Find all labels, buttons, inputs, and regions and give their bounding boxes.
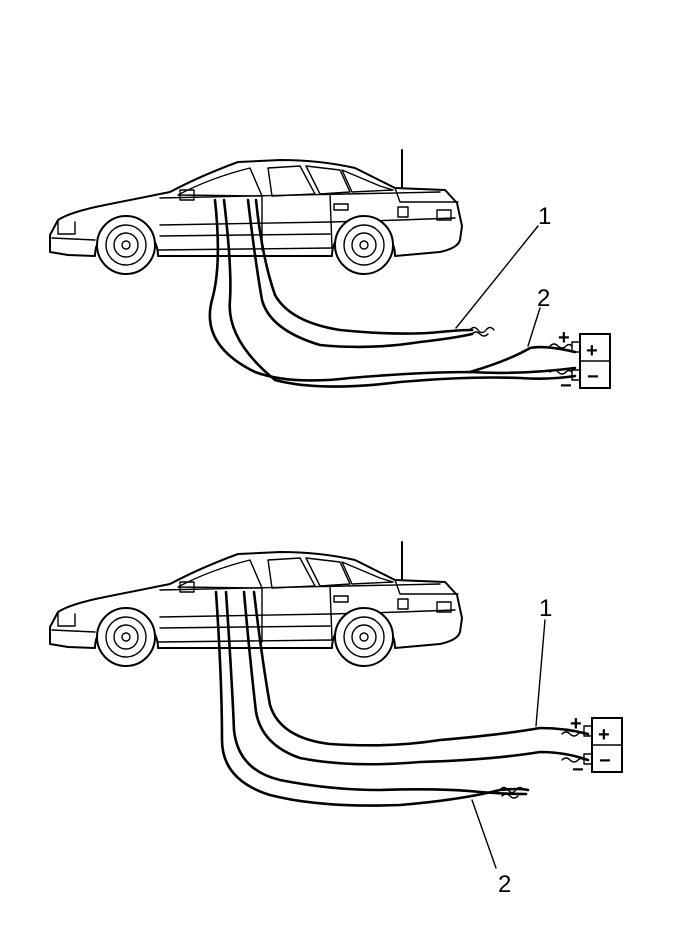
bottom-lead-minus: −	[572, 759, 584, 781]
top-leader-2	[527, 307, 541, 347]
top-panel: + − + − 1 2	[49, 149, 611, 397]
top-lead-minus: −	[560, 375, 572, 397]
bottom-panel: + − + − 1 2	[49, 541, 623, 898]
top-battery-plus: +	[586, 340, 598, 362]
top-callout-2: 2	[537, 285, 550, 312]
top-battery-minus: −	[587, 366, 599, 388]
bottom-clamp-2	[499, 786, 525, 799]
bottom-cables	[214, 590, 590, 807]
top-callout-1: 1	[538, 203, 551, 230]
bottom-battery-minus: −	[599, 750, 611, 772]
top-cables	[208, 198, 577, 388]
bottom-leader-1	[535, 619, 546, 727]
bottom-callout-2: 2	[498, 871, 511, 898]
top-clamp-1	[469, 326, 495, 337]
bottom-callout-1: 1	[539, 595, 552, 622]
bottom-lead-plus: +	[570, 713, 582, 735]
bottom-battery-plus: +	[598, 724, 610, 746]
top-lead-plus: +	[558, 327, 570, 349]
bottom-leader-2	[471, 799, 497, 869]
top-leader-1	[455, 225, 539, 329]
